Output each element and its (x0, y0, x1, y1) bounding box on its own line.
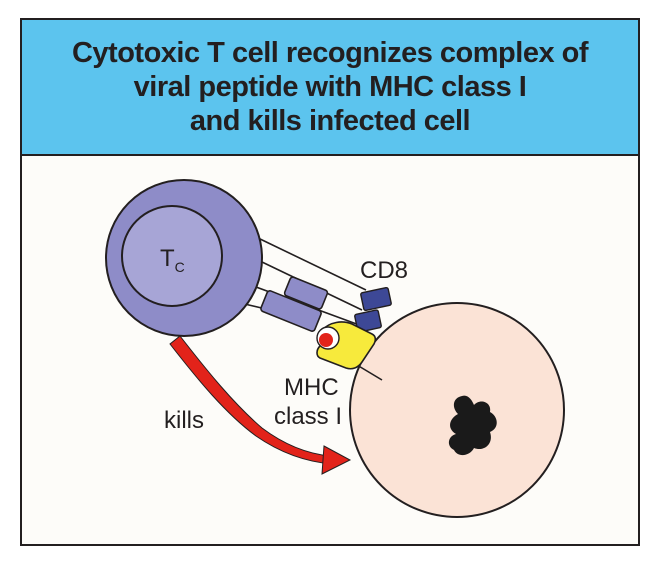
t-cell-nucleus (121, 205, 223, 307)
viral-peptide-core (319, 333, 333, 347)
infected-cell-nucleus (448, 395, 497, 456)
t-cell-label: TC (160, 245, 185, 275)
t-cell-receptor-upper (283, 276, 329, 310)
cd8-block-lower (354, 309, 382, 333)
cd8-block-upper (360, 286, 392, 312)
kills-arrow-head (321, 445, 352, 475)
cd8-label: CD8 (360, 257, 408, 284)
title-line-3: and kills infected cell (189, 105, 471, 137)
diagram-frame: Cytotoxic T cell recognizes complex of v… (20, 18, 640, 546)
t-cell-receptor-lower (260, 290, 322, 332)
title-banner: Cytotoxic T cell recognizes complex of v… (22, 20, 638, 156)
mhc-label-line-1: MHC (284, 374, 339, 401)
title-line-1: Cytotoxic T cell recognizes complex of (71, 37, 589, 69)
t-cell-label-subscript: C (175, 259, 185, 275)
cd8-stalk-line-1 (257, 237, 367, 291)
kills-label: kills (164, 407, 204, 434)
title-line-2: viral peptide with MHC class I (133, 71, 527, 103)
mhc-label-line-2: class I (274, 403, 342, 430)
